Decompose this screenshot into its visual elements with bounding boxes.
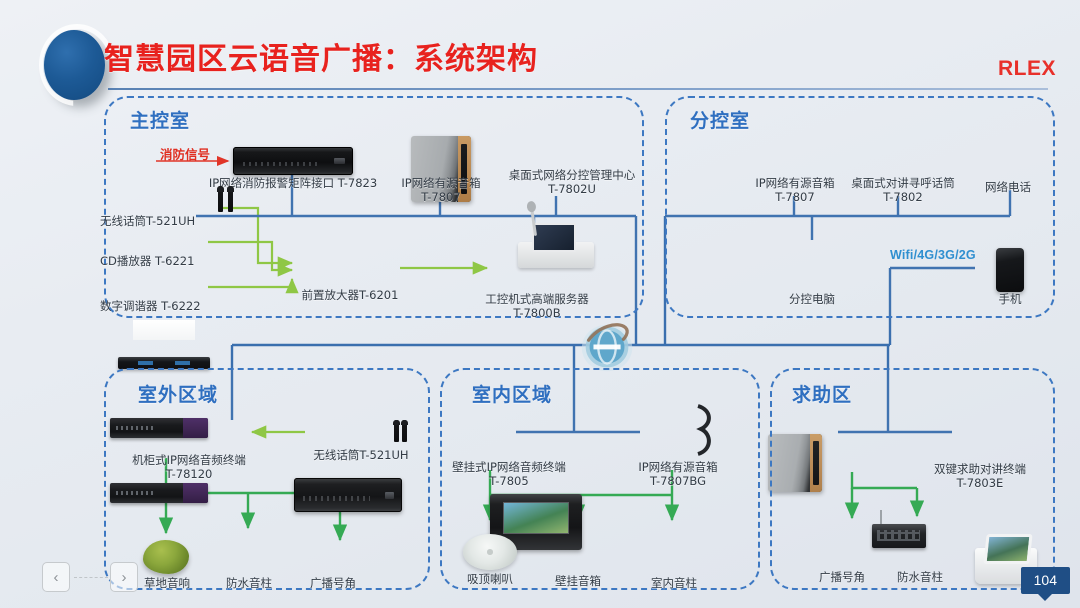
caption-cd-player: CD播放器 T-6221 <box>100 254 195 268</box>
caption-ip-active-speaker-indoor: IP网络有源音箱 T-7807BG <box>638 460 718 488</box>
caption-indoor-sound-column: 室内音柱 <box>651 576 697 590</box>
caption-voip-phone: 网络电话 <box>985 180 1031 194</box>
zone-title-indoor: 室内区域 <box>472 384 553 406</box>
device-digital-tuner <box>110 483 208 503</box>
zone-title-sub-control: 分控室 <box>690 110 751 132</box>
device-ip-active-speaker-main <box>411 136 471 202</box>
caption-ceiling-speaker: 吸顶喇叭 <box>467 572 513 586</box>
caption-horn-speaker-outdoor: 广播号角 <box>310 576 356 590</box>
device-mobile-phone <box>996 248 1024 292</box>
fire-signal-label: 消防信号 <box>160 147 211 162</box>
zone-title-outdoor: 室外区域 <box>138 384 219 406</box>
caption-wireless-mic-outdoor: 无线话筒T-521UH <box>313 448 409 462</box>
zone-outdoor-area <box>104 368 430 590</box>
next-slide-button[interactable]: › <box>110 562 138 592</box>
mic-stick-icon <box>217 186 224 212</box>
caption-wall-speaker: 壁挂音箱 <box>555 574 601 588</box>
zone-indoor-area <box>440 368 760 590</box>
caption-preamplifier: 前置放大器T-6201 <box>301 288 399 302</box>
device-preamplifier <box>294 478 402 512</box>
zone-sub-control-room <box>665 96 1055 318</box>
device-wireless-mic-main <box>118 320 210 369</box>
bracket-accessory-icon <box>692 402 718 458</box>
zone-main-control-room <box>104 96 644 318</box>
device-cd-player <box>110 418 208 438</box>
zone-title-help: 求助区 <box>792 384 853 406</box>
device-ceiling-speaker <box>463 534 517 570</box>
device-lawn-speaker <box>143 540 189 574</box>
mic-stick-icon <box>393 420 400 442</box>
caption-rack-ip-audio-terminal: 机柜式IP网络音频终端 T-78120 <box>132 453 246 481</box>
wifi-network-label: Wifi/4G/3G/2G <box>890 248 976 262</box>
brand-logo: RLEX <box>997 57 1056 80</box>
device-desktop-control-center <box>518 206 594 268</box>
caption-wireless-mic-main: 无线话筒T-521UH <box>100 214 196 228</box>
blue-ellipse-logo-icon <box>43 30 105 100</box>
caption-desk-intercom-mic: 桌面式对讲寻呼话筒 T-7802 <box>851 176 955 204</box>
caption-lawn-speaker: 草地音响 <box>144 576 190 590</box>
caption-sub-control-pc: 分控电脑 <box>789 292 835 306</box>
caption-ip-active-speaker-sub: IP网络有源音箱 T-7807 <box>755 176 835 204</box>
caption-fire-alarm-matrix: IP网络消防报警矩阵接口 T-7823 <box>208 176 378 190</box>
caption-digital-tuner: 数字调谐器 T-6222 <box>100 299 201 313</box>
caption-horn-speaker-help: 广播号角 <box>819 570 865 584</box>
caption-two-button-help-intercom: 双键求助对讲终端 T-7803E <box>934 462 1026 490</box>
mic-stick-icon <box>401 420 408 442</box>
nav-connector <box>74 577 108 578</box>
zone-title-main-control: 主控室 <box>130 110 191 132</box>
prev-slide-button[interactable]: ‹ <box>42 562 70 592</box>
caption-industrial-server: 工控机式高端服务器 T-7800B <box>485 292 589 320</box>
caption-waterproof-column-help: 防水音柱 <box>897 570 943 584</box>
caption-ip-active-speaker-main: IP网络有源音箱 T-7807 <box>401 176 481 204</box>
device-fire-alarm-matrix <box>233 147 353 175</box>
caption-wall-ip-audio-terminal: 壁挂式IP网络音频终端 T-7805 <box>452 460 566 488</box>
caption-waterproof-column-outdoor: 防水音柱 <box>226 576 272 590</box>
mic-stick-icon <box>227 186 234 212</box>
page-number-badge: 104 <box>1020 567 1070 601</box>
device-ip-active-speaker-sub <box>768 434 822 492</box>
caption-desktop-control-center: 桌面式网络分控管理中心 T-7802U <box>508 168 636 196</box>
zone-help-area <box>770 368 1055 590</box>
device-desk-intercom-mic <box>872 510 926 548</box>
internet-explorer-globe-icon <box>577 315 639 377</box>
page-title: 智慧园区云语音广播：系统架构 <box>104 42 538 77</box>
header-divider <box>108 88 1048 90</box>
caption-mobile-phone: 手机 <box>998 292 1022 306</box>
